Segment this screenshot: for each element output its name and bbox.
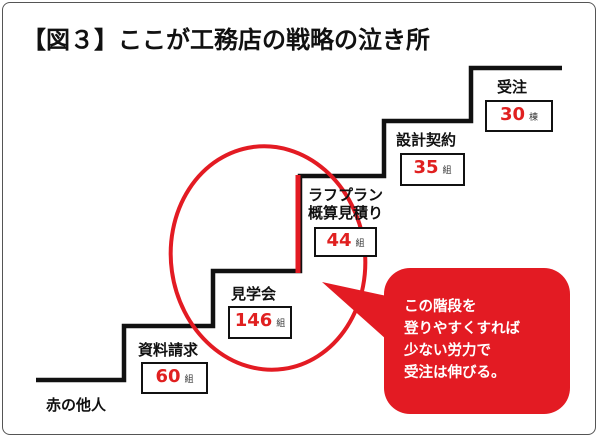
step-label-tour: 見学会 (231, 285, 277, 303)
count-box-contract: 35 組 (400, 153, 465, 186)
count-unit: 組 (276, 319, 286, 329)
step-label-contract: 設計契約 (396, 131, 457, 149)
count-unit: 組 (355, 239, 365, 249)
count-value: 30 (499, 104, 526, 125)
step-label-plan-line2: 概算見積り (308, 204, 384, 222)
count-value: 60 (155, 366, 181, 387)
step-label-order: 受注 (497, 78, 528, 96)
callout-pointer (322, 282, 396, 348)
count-value: 44 (326, 230, 352, 251)
count-box-plan: 44 組 (314, 227, 377, 257)
callout-line: この階段を (404, 299, 477, 315)
step-label-plan-line1: ラフプラン (308, 186, 384, 204)
count-unit: 組 (184, 375, 194, 385)
callout-box (384, 268, 570, 414)
count-box-order: 30 棟 (485, 100, 553, 132)
count-box-request: 60 組 (141, 362, 208, 394)
figure-title: 【図３】ここが工務店の戦略の泣き所 (22, 26, 430, 54)
callout-line: 少ない労力で (404, 343, 491, 359)
count-unit: 棟 (529, 113, 539, 123)
step-label-stranger: 赤の他人 (46, 396, 107, 414)
callout-line: 受注は伸びる。 (404, 365, 506, 381)
count-value: 146 (234, 310, 273, 331)
count-box-tour: 146 組 (228, 306, 292, 339)
step-label-request: 資料請求 (138, 341, 199, 359)
count-value: 35 (413, 157, 439, 178)
callout-line: 登りやすくすれば (404, 321, 520, 337)
count-unit: 組 (442, 166, 452, 176)
callout-text: この階段を 登りやすくすれば 少ない労力で 受注は伸びる。 (404, 296, 520, 384)
